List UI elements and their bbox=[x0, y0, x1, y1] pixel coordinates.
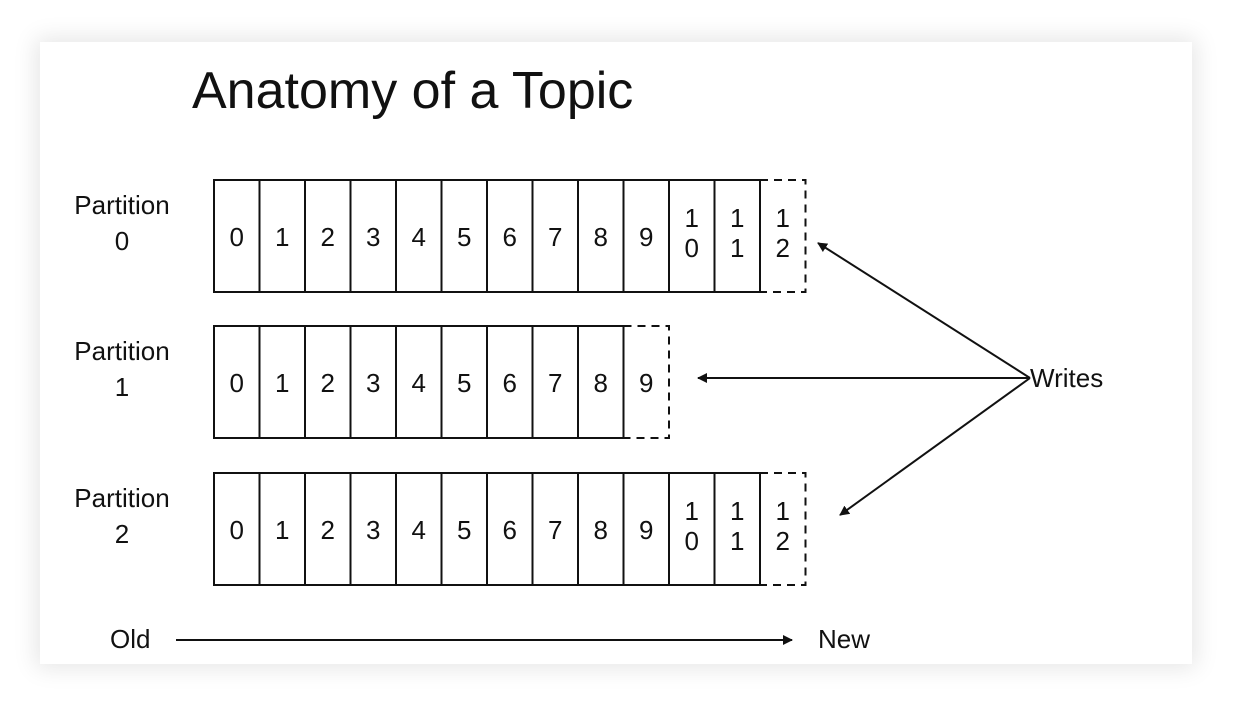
partition-label: Partition bbox=[74, 190, 169, 220]
partition-number: 1 bbox=[115, 372, 129, 402]
partition-number: 0 bbox=[115, 226, 129, 256]
offset-cell: 3 bbox=[366, 368, 380, 398]
diagram-title: Anatomy of a Topic bbox=[192, 62, 633, 120]
offset-cell: 9 bbox=[639, 222, 653, 252]
partition-row-1: Partition 1 0 1 2 3 4 5 6 7 8 9 bbox=[74, 325, 670, 439]
offset-cell: 7 bbox=[548, 515, 562, 545]
old-label: Old bbox=[110, 624, 150, 654]
offset-cell: 1 bbox=[275, 222, 289, 252]
offset-cell: 8 bbox=[594, 515, 608, 545]
offset-cell: 0 bbox=[230, 222, 244, 252]
offset-cell: 2 bbox=[321, 222, 335, 252]
writes-label: Writes bbox=[1030, 363, 1103, 393]
offset-cell: 8 bbox=[594, 222, 608, 252]
offset-cell: 6 bbox=[503, 368, 517, 398]
offset-cell: 2 bbox=[321, 515, 335, 545]
offset-cell: 1 bbox=[275, 368, 289, 398]
offset-cell: 6 bbox=[503, 515, 517, 545]
offset-cell: 3 bbox=[366, 515, 380, 545]
offset-cell: 0 bbox=[230, 368, 244, 398]
offset-cell: 6 bbox=[503, 222, 517, 252]
next-offset-cell bbox=[622, 325, 670, 439]
next-offset-value: 9 bbox=[639, 368, 653, 398]
offset-cell: 5 bbox=[457, 368, 471, 398]
offset-cell: 9 bbox=[639, 515, 653, 545]
write-arrow-partition-2 bbox=[839, 377, 1031, 516]
diagram-card bbox=[40, 42, 1192, 664]
offset-cell: 4 bbox=[412, 222, 426, 252]
next-offset-cell bbox=[759, 472, 807, 586]
new-label: New bbox=[818, 624, 870, 654]
offset-cell: 7 bbox=[548, 222, 562, 252]
partition-label: Partition bbox=[74, 336, 169, 366]
offset-cell: 1 bbox=[275, 515, 289, 545]
write-arrow-partition-0 bbox=[817, 242, 1031, 379]
offset-cell: 3 bbox=[366, 222, 380, 252]
partition-label: Partition bbox=[74, 483, 169, 513]
offset-cell: 0 bbox=[230, 515, 244, 545]
offset-cell: 5 bbox=[457, 222, 471, 252]
offset-cell: 8 bbox=[594, 368, 608, 398]
offset-cell: 7 bbox=[548, 368, 562, 398]
offset-cell: 5 bbox=[457, 515, 471, 545]
next-offset-cell bbox=[759, 179, 807, 293]
offset-cell: 2 bbox=[321, 368, 335, 398]
offset-cell: 4 bbox=[412, 368, 426, 398]
offset-cell: 4 bbox=[412, 515, 426, 545]
partition-number: 2 bbox=[115, 519, 129, 549]
